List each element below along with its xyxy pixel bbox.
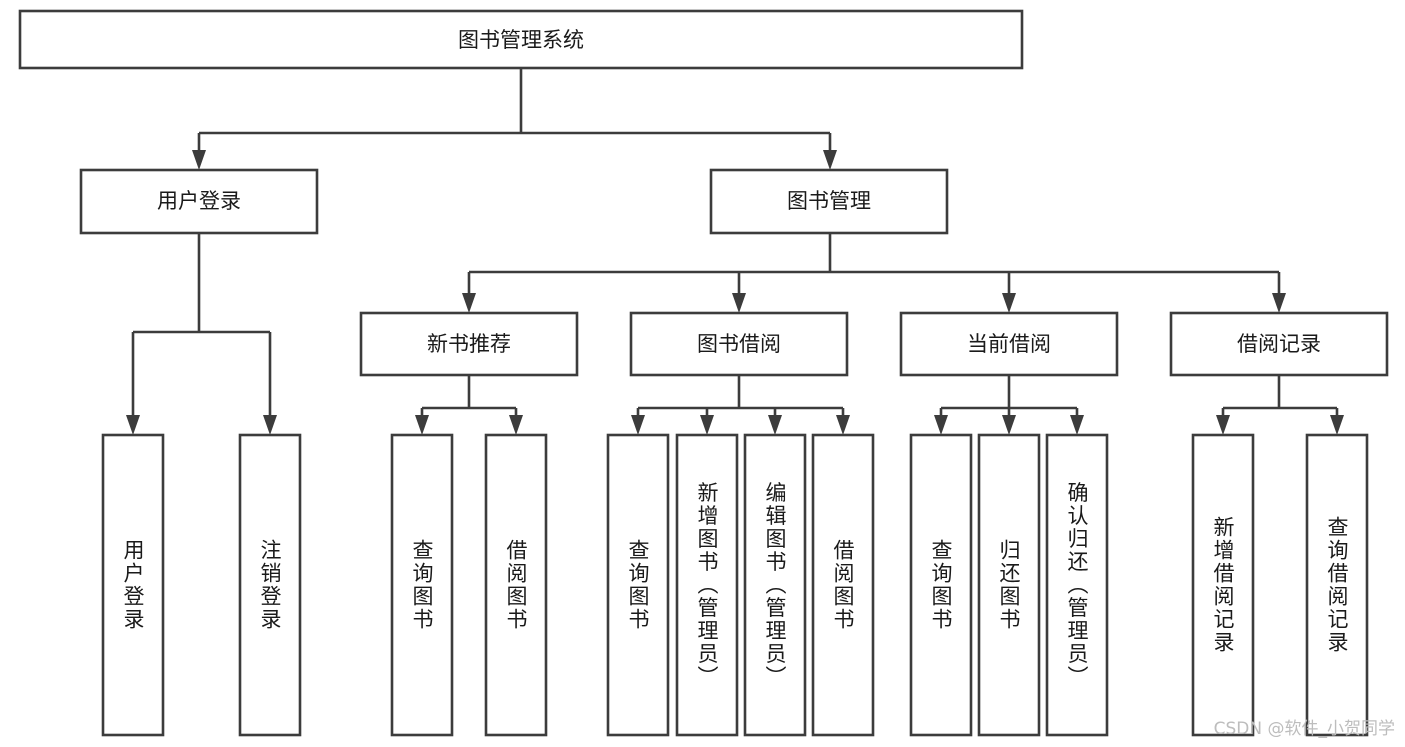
node-root[interactable]: 图书管理系统 xyxy=(18,9,1024,70)
leaf-edit-book-admin[interactable]: 编辑图书（管理员） xyxy=(743,433,807,737)
csdn-watermark: CSDN @软件_小贺同学 xyxy=(1213,719,1395,739)
node-current-borrow-label: 当前借阅 xyxy=(967,332,1051,356)
leaf-query-book-2-label: 查询图书 xyxy=(626,539,650,631)
leaf-return-book-label: 归还图书 xyxy=(997,539,1021,631)
leaf-logout-login-label: 注销登录 xyxy=(258,539,282,631)
leaf-query-book-2[interactable]: 查询图书 xyxy=(606,433,670,737)
leaf-confirm-return-admin-label: 确认归还（管理员） xyxy=(1065,482,1089,689)
leaf-query-book-1[interactable]: 查询图书 xyxy=(390,433,454,737)
leaf-borrow-book-2[interactable]: 借阅图书 xyxy=(811,433,875,737)
node-book-management[interactable]: 图书管理 xyxy=(709,168,949,235)
leaf-query-book-3[interactable]: 查询图书 xyxy=(909,433,973,737)
node-root-label: 图书管理系统 xyxy=(458,28,584,52)
node-book-borrow-label: 图书借阅 xyxy=(697,332,781,356)
leaf-user-login[interactable]: 用户登录 xyxy=(101,433,165,737)
connector-borrow-record-to-leaves xyxy=(1216,375,1344,435)
connector-new-book-recommend-to-leaves xyxy=(415,375,523,435)
connector-root-to-level2 xyxy=(192,68,837,170)
node-book-borrow[interactable]: 图书借阅 xyxy=(629,311,849,377)
connector-current-borrow-to-leaves xyxy=(934,375,1084,435)
leaf-query-book-3-label: 查询图书 xyxy=(929,539,953,631)
connector-book-borrow-to-leaves xyxy=(631,375,850,435)
node-user-login[interactable]: 用户登录 xyxy=(79,168,319,235)
leaf-borrow-book-2-label: 借阅图书 xyxy=(831,539,855,631)
leaf-query-borrow-record-label: 查询借阅记录 xyxy=(1325,516,1349,654)
node-book-management-label: 图书管理 xyxy=(787,189,871,213)
leaf-edit-book-admin-label: 编辑图书（管理员） xyxy=(763,482,787,689)
leaf-add-book-admin-label: 新增图书（管理员） xyxy=(695,482,719,689)
leaf-query-borrow-record[interactable]: 查询借阅记录 xyxy=(1305,433,1369,737)
leaf-borrow-book-1[interactable]: 借阅图书 xyxy=(484,433,548,737)
node-current-borrow[interactable]: 当前借阅 xyxy=(899,311,1119,377)
node-borrow-record[interactable]: 借阅记录 xyxy=(1169,311,1389,377)
leaf-add-borrow-record[interactable]: 新增借阅记录 xyxy=(1191,433,1255,737)
leaf-return-book[interactable]: 归还图书 xyxy=(977,433,1041,737)
leaf-borrow-book-1-label: 借阅图书 xyxy=(504,539,528,631)
leaf-add-borrow-record-label: 新增借阅记录 xyxy=(1211,516,1235,654)
connector-book-management-to-level3 xyxy=(462,233,1286,313)
node-new-book-recommend-label: 新书推荐 xyxy=(427,332,511,356)
leaf-confirm-return-admin[interactable]: 确认归还（管理员） xyxy=(1045,433,1109,737)
leaf-logout-login[interactable]: 注销登录 xyxy=(238,433,302,737)
leaf-user-login-label: 用户登录 xyxy=(121,539,145,631)
connector-user-login-to-leaves xyxy=(126,233,277,435)
node-borrow-record-label: 借阅记录 xyxy=(1237,332,1321,356)
node-user-login-label: 用户登录 xyxy=(157,189,241,213)
node-new-book-recommend[interactable]: 新书推荐 xyxy=(359,311,579,377)
leaf-add-book-admin[interactable]: 新增图书（管理员） xyxy=(675,433,739,737)
leaf-query-book-1-label: 查询图书 xyxy=(410,539,434,631)
